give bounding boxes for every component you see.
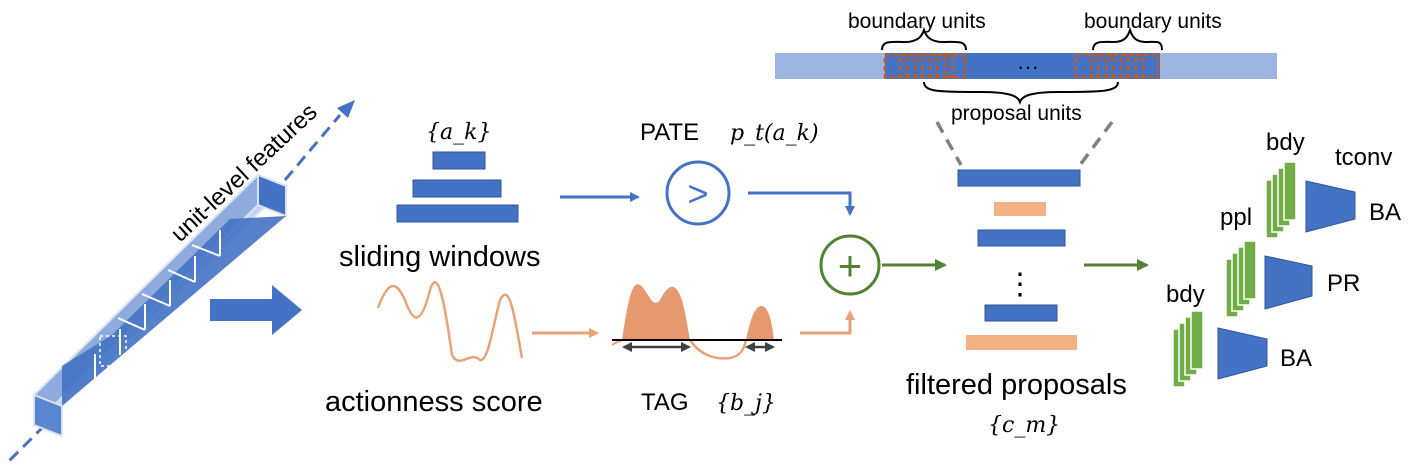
pr-trapezoid	[1264, 255, 1313, 310]
feature-unit-dividers	[94, 230, 221, 380]
boundary-units-right-label: boundary units	[1084, 10, 1222, 33]
c-m-set-label: {c_m}	[988, 413, 1060, 438]
big-right-arrow	[210, 285, 302, 335]
tag-actionness-tail	[688, 339, 748, 360]
tag-to-plus-arrow	[800, 310, 855, 335]
sliding-window-medium	[412, 179, 502, 198]
bdy-top-label: bdy	[1266, 129, 1305, 156]
pate-label: PATE	[640, 119, 699, 146]
ppl-stack	[1225, 240, 1257, 318]
ba-top-label: BA	[1369, 199, 1401, 226]
unit-feature-bar	[6, 100, 355, 464]
a-k-set-label: {a_k}	[426, 120, 491, 145]
proposal-bar-2	[994, 202, 1046, 216]
filtered-proposals-stack: ⋮	[957, 169, 1081, 350]
zoom-line-left	[935, 121, 963, 166]
proposals-ellipsis: ⋮	[1005, 268, 1035, 301]
pate-symbol-circle	[665, 160, 731, 226]
tag-actionness-peak-2	[746, 305, 774, 340]
proposal-bar-4	[984, 304, 1058, 322]
boundary-units-right-boxes	[1074, 53, 1160, 79]
feature-axis-arrowhead	[337, 100, 355, 118]
tag-label: TAG	[641, 389, 689, 416]
pate-to-plus-arrow	[748, 191, 855, 216]
proposal-strip: ···	[775, 26, 1277, 106]
plus-circle	[819, 234, 881, 296]
ba-bottom-trapezoid	[1217, 327, 1268, 380]
tag-actionness-peak-1	[622, 284, 690, 340]
pr-label: PR	[1327, 270, 1360, 297]
proposal-bar-3	[977, 229, 1066, 247]
feature-axis-dashed-lower	[6, 423, 47, 464]
bdy-stack-bottom	[1172, 310, 1204, 388]
tag-grouping	[611, 284, 782, 360]
feature-unit-dark	[62, 216, 286, 406]
boundary-left-brace	[881, 26, 967, 51]
proposal-units-label: proposal units	[951, 102, 1082, 125]
sliding-windows-stack	[396, 151, 519, 223]
proposal-bar-5	[966, 335, 1077, 350]
pate-greater-than-icon: >	[687, 173, 708, 214]
boundary-units-left-label: boundary units	[848, 10, 986, 33]
ppl-label: ppl	[1220, 204, 1252, 231]
bdy-stack-top	[1265, 161, 1297, 239]
sliding-windows-label: sliding windows	[339, 241, 541, 273]
strip-ellipsis: ···	[1017, 54, 1039, 79]
p-t-label: p_t(a_k)	[730, 121, 819, 146]
ba-bottom-label: BA	[1280, 345, 1312, 372]
ba-top-trapezoid	[1305, 180, 1356, 233]
plus-icon: +	[838, 242, 863, 289]
b-j-set-label: {b_j}	[716, 391, 776, 416]
boundary-right-brace	[1092, 26, 1163, 51]
tconv-label: tconv	[1335, 144, 1392, 171]
sliding-window-small	[432, 151, 486, 170]
boundary-units-left-boxes	[883, 53, 967, 79]
filtered-proposals-label: filtered proposals	[906, 369, 1127, 401]
sliding-window-large	[396, 204, 519, 223]
proposal-bar-1	[957, 169, 1081, 187]
proposal-units-brace	[923, 81, 1119, 106]
zoom-line-right	[1078, 120, 1114, 167]
actionness-curve	[376, 281, 524, 362]
feature-axis-dashed-upper	[283, 114, 342, 181]
bdy-bottom-label: bdy	[1166, 281, 1205, 308]
feature-end-cap	[33, 393, 63, 438]
actionness-score-label: actionness score	[325, 386, 543, 418]
feature-unit-dashed-box	[99, 335, 127, 367]
